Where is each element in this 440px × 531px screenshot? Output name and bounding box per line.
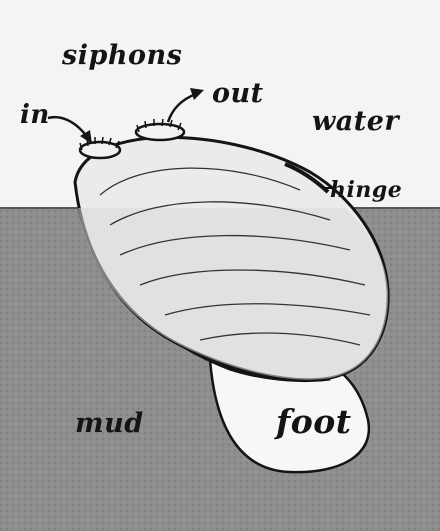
siphon-in <box>80 142 120 158</box>
label-hinge: hinge <box>330 177 402 203</box>
label-siphons: siphons <box>62 40 182 71</box>
label-foot: foot <box>276 402 351 441</box>
label-out: out <box>212 78 264 109</box>
label-water: water <box>312 106 399 137</box>
siphon-out <box>136 124 184 140</box>
label-mud: mud <box>75 408 144 439</box>
label-in: in <box>20 100 50 130</box>
